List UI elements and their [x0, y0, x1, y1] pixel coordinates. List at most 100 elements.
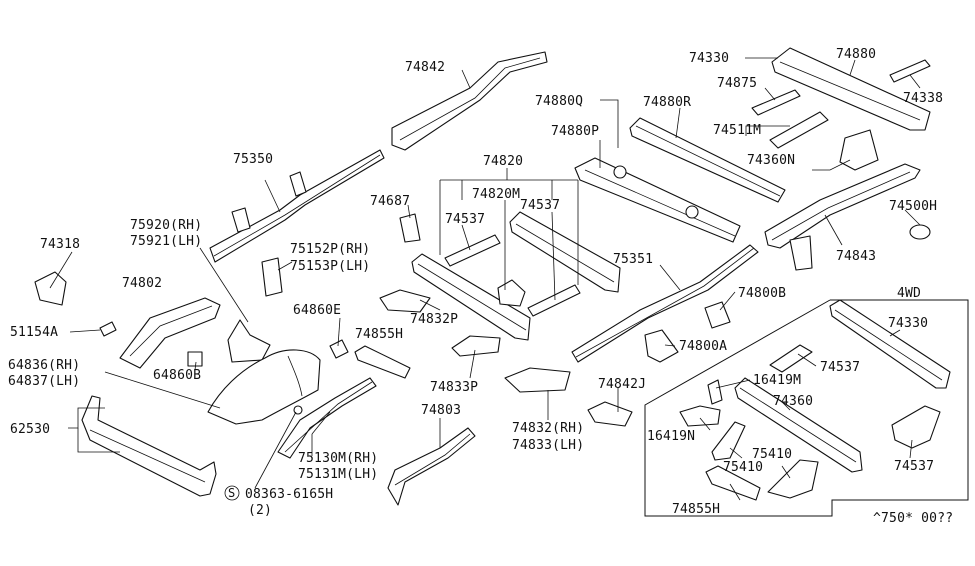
part-74500H-shape: [909, 224, 931, 240]
footer-code: ^750* 00??: [873, 511, 953, 526]
part-74820-shape: [411, 253, 531, 341]
label-74855H-b: 74855H: [672, 502, 720, 517]
part-outlines: [34, 47, 931, 506]
part-74880P-shape: [574, 157, 741, 243]
label-75410-a: 75410: [723, 460, 763, 475]
part-62530-shape: [81, 395, 217, 497]
label-74843: 74843: [836, 249, 876, 264]
part-74855Hb-shape: [705, 465, 761, 501]
part-16419M-shape: [707, 379, 723, 405]
part-75130M-shape: [277, 377, 377, 459]
label-74360N: 74360N: [747, 153, 795, 168]
part-75410b-shape: [767, 459, 819, 499]
part-74360N-shape: [839, 129, 879, 171]
label-74537-b: 74537: [520, 198, 560, 213]
label-74832P: 74832P: [410, 312, 458, 327]
label-74318: 74318: [40, 237, 80, 252]
part-labels: 74842 74330 74880 74875 74338 74880Q 748…: [8, 47, 953, 526]
label-51154A: 51154A: [10, 325, 58, 340]
part-74318-shape: [34, 271, 67, 306]
label-08363-qty: (2): [248, 503, 272, 518]
part-74537-strip-b: [527, 284, 581, 317]
label-74687: 74687: [370, 194, 410, 209]
label-74820M: 74820M: [472, 187, 520, 202]
label-75130M: 75130M(RH): [298, 451, 378, 466]
label-74360: 74360: [773, 394, 813, 409]
part-64836-shape: [207, 349, 321, 425]
part-74855H-shape-a: [354, 345, 411, 379]
part-74832P-shape: [379, 289, 431, 313]
label-75153P: 75153P(LH): [290, 259, 370, 274]
part-51154A-shape: [99, 321, 117, 337]
part-75351-shape: [571, 244, 759, 363]
part-64860E-shape: [329, 339, 349, 359]
label-74511M: 74511M: [713, 123, 761, 138]
label-4wd-title: 4WD: [897, 286, 921, 301]
label-74803: 74803: [421, 403, 461, 418]
label-74802: 74802: [122, 276, 162, 291]
label-74800A: 74800A: [679, 339, 727, 354]
part-74832-shape: [504, 367, 571, 393]
part-75920-shape: [227, 319, 271, 363]
part-16419N-shape: [679, 405, 721, 427]
part-74802-shape: [119, 297, 221, 369]
label-74832: 74832(RH): [512, 421, 584, 436]
part-74687-shape: [399, 213, 421, 243]
part-75152P-shape: [261, 257, 283, 297]
screw-symbol-letter: S: [228, 486, 235, 500]
label-75350: 75350: [233, 152, 273, 167]
label-75152P: 75152P(RH): [290, 242, 370, 257]
label-74800B: 74800B: [738, 286, 786, 301]
part-74800A-shape: [644, 329, 679, 363]
label-64837: 64837(LH): [8, 374, 80, 389]
label-74842J: 74842J: [598, 377, 646, 392]
part-74842J-shape: [587, 401, 633, 427]
label-64860E: 64860E: [293, 303, 341, 318]
label-74330: 74330: [689, 51, 729, 66]
label-74537-a: 74537: [445, 212, 485, 227]
part-74803-shape: [387, 427, 476, 506]
label-74820: 74820: [483, 154, 523, 169]
screw-symbol-circle: [224, 485, 240, 501]
label-16419N: 16419N: [647, 429, 695, 444]
part-75350-shape: [209, 149, 385, 263]
4wd-box-frame: [644, 299, 969, 517]
label-74880: 74880: [836, 47, 876, 62]
4wd-parts: [679, 299, 951, 501]
label-74500H: 74500H: [889, 199, 937, 214]
part-75410a-shape: [711, 421, 746, 461]
label-74880Q: 74880Q: [535, 94, 583, 109]
part-74880R-shape: [629, 117, 786, 203]
label-75351: 75351: [613, 252, 653, 267]
part-74800B-shape: [704, 301, 731, 329]
part-74833P-shape: [451, 335, 501, 357]
label-74338: 74338: [903, 91, 943, 106]
label-74880P: 74880P: [551, 124, 599, 139]
label-74875: 74875: [717, 76, 757, 91]
label-08363-6165H: 08363-6165H: [245, 487, 333, 502]
part-74537c-shape: [769, 344, 813, 373]
part-74875-shape: [751, 89, 801, 116]
label-74330-4wd: 74330: [888, 316, 928, 331]
label-75920: 75920(RH): [130, 218, 202, 233]
label-74842: 74842: [405, 60, 445, 75]
label-75410-b: 75410: [752, 447, 792, 462]
label-64836: 64836(RH): [8, 358, 80, 373]
part-64860B-shape: [187, 351, 203, 367]
label-74537-d: 74537: [894, 459, 934, 474]
label-16419M: 16419M: [753, 373, 801, 388]
label-75921: 75921(LH): [130, 234, 202, 249]
part-74880-shape: [771, 47, 931, 131]
label-74537-c: 74537: [820, 360, 860, 375]
label-74833P: 74833P: [430, 380, 478, 395]
part-74537d-shape: [891, 405, 941, 449]
label-64860B: 64860B: [153, 368, 201, 383]
part-74537-strip-a: [444, 234, 501, 267]
leader-lines: [49, 57, 921, 501]
label-74833: 74833(LH): [512, 438, 584, 453]
part-74511M-shape: [769, 111, 829, 149]
label-62530: 62530: [10, 422, 50, 437]
label-74855H-a: 74855H: [355, 327, 403, 342]
